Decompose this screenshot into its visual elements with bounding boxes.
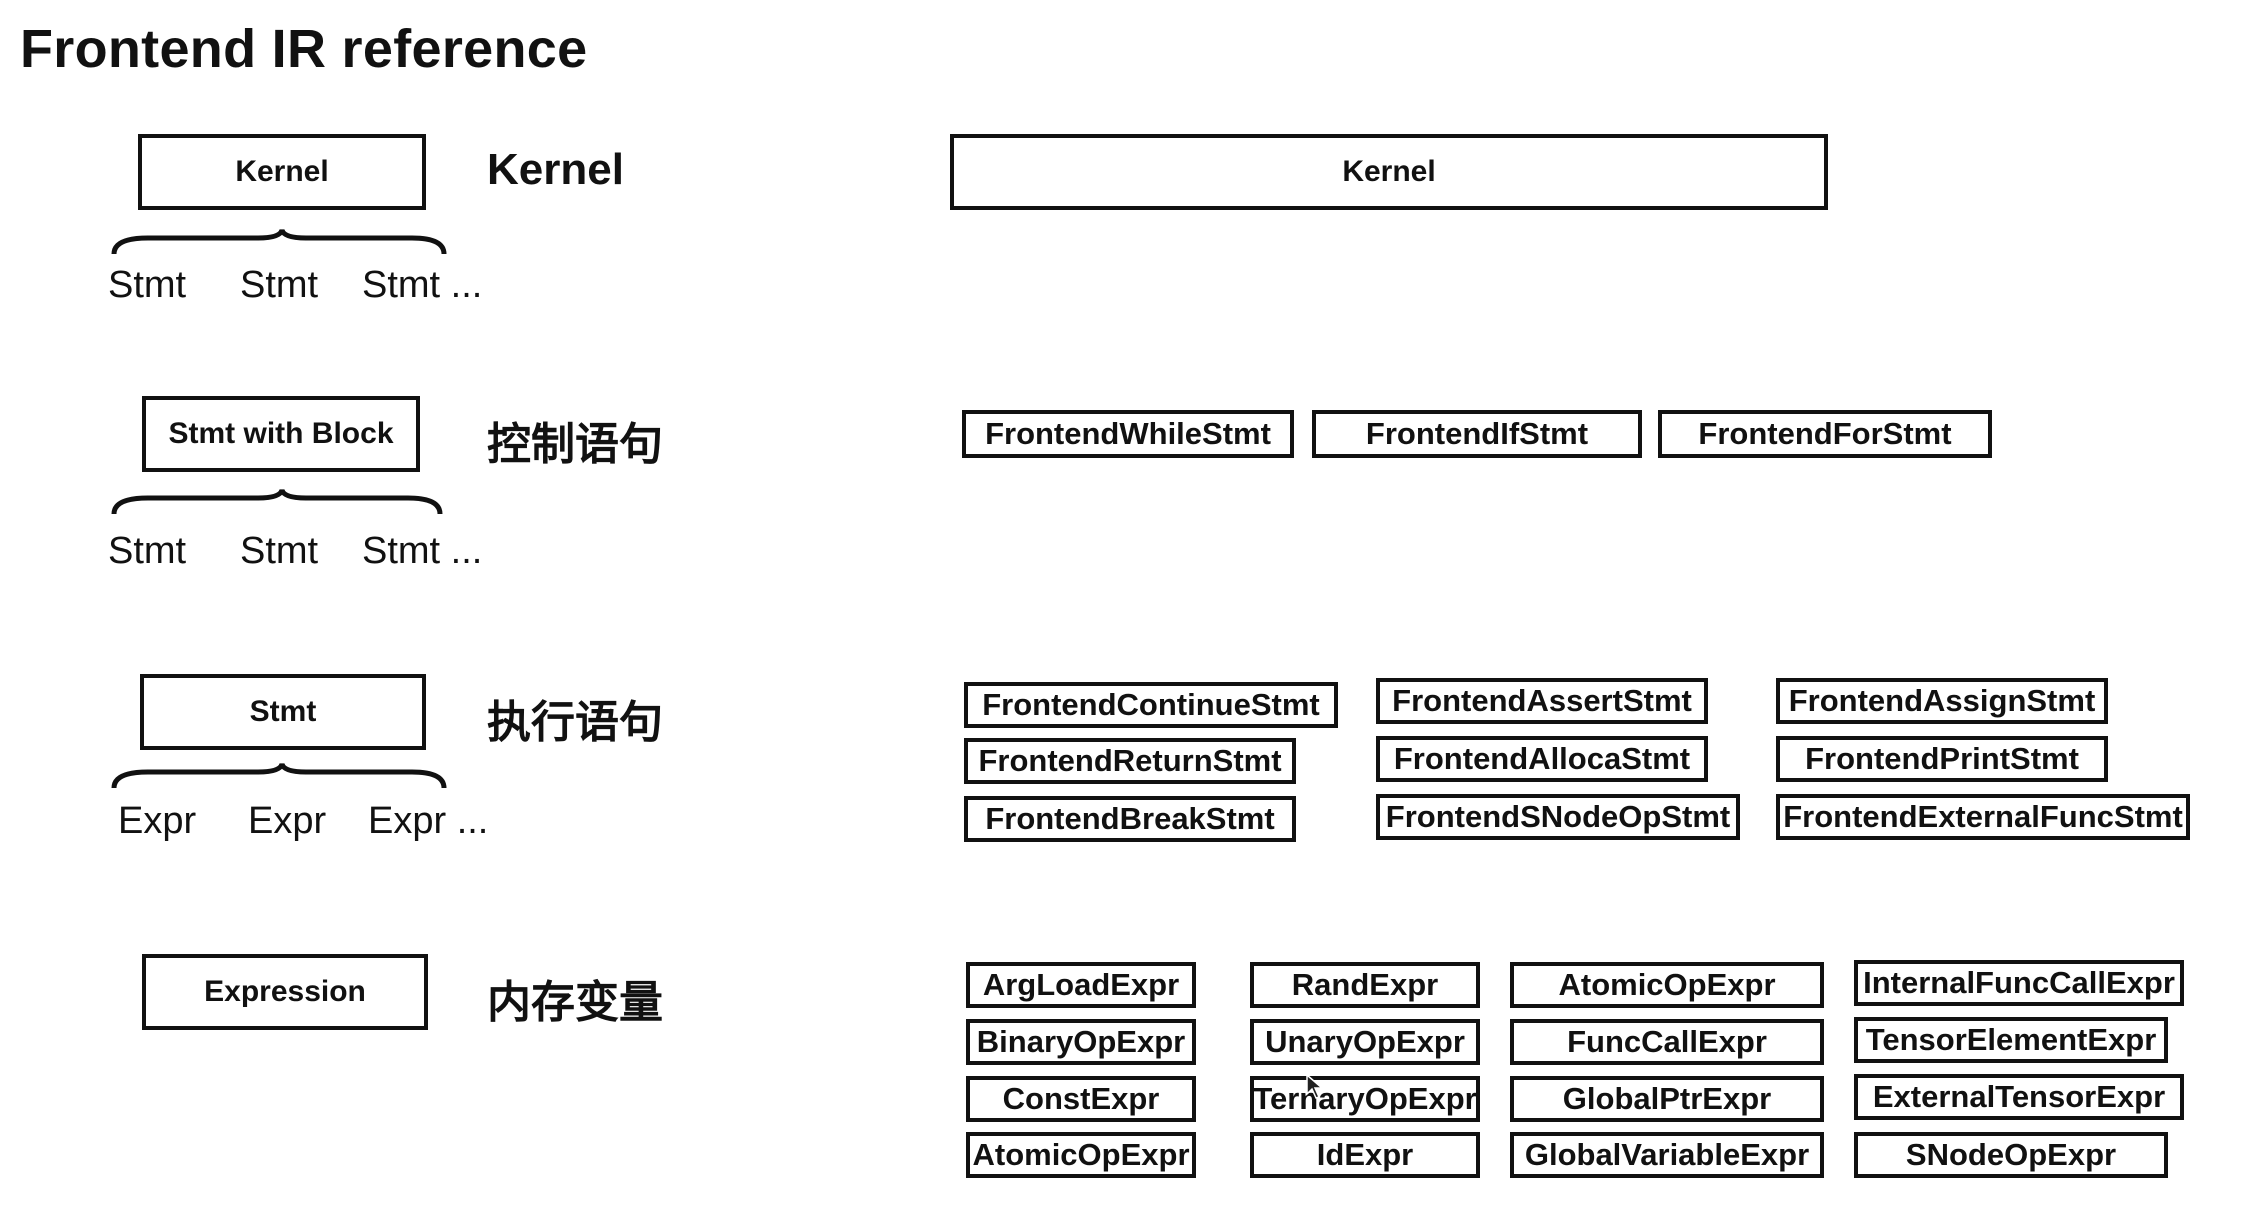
- ir-node: FrontendExternalFuncStmt: [1776, 794, 2190, 840]
- ir-node: GlobalVariableExpr: [1510, 1132, 1824, 1178]
- child-expr: Expr: [118, 800, 197, 842]
- ir-node: InternalFuncCallExpr: [1854, 960, 2184, 1006]
- child-expr: Expr: [248, 800, 327, 842]
- ir-node: RandExpr: [1250, 962, 1480, 1008]
- ir-node: FrontendPrintStmt: [1776, 736, 2108, 782]
- page-title: Frontend IR reference: [20, 19, 588, 79]
- category-label-control: 控制语句: [487, 420, 663, 469]
- child-stmt: Stmt: [108, 264, 187, 306]
- ir-node: IdExpr: [1250, 1132, 1480, 1178]
- ir-node: FrontendSNodeOpStmt: [1376, 794, 1740, 840]
- child-stmt-more: Stmt ...: [362, 264, 483, 306]
- ir-node: FrontendWhileStmt: [962, 410, 1294, 458]
- mouse-cursor-icon: [1306, 1074, 1324, 1099]
- child-stmt: Stmt: [240, 530, 319, 572]
- ir-node: ArgLoadExpr: [966, 962, 1196, 1008]
- children-brace: [111, 489, 443, 515]
- category-label-memory: 内存变量: [487, 978, 663, 1027]
- ir-node: AtomicOpExpr: [966, 1132, 1196, 1178]
- stmt-node: Stmt: [140, 674, 426, 750]
- kernel-ir-box: Kernel: [950, 134, 1828, 210]
- children-brace: [111, 763, 447, 789]
- ir-node: FrontendReturnStmt: [964, 738, 1296, 784]
- stmt-with-block-node: Stmt with Block: [142, 396, 420, 472]
- kernel-node: Kernel: [138, 134, 426, 210]
- category-label-exec: 执行语句: [487, 698, 663, 747]
- child-stmt-more: Stmt ...: [362, 530, 483, 572]
- ir-node: FrontendBreakStmt: [964, 796, 1296, 842]
- ir-node: FrontendAllocaStmt: [1376, 736, 1708, 782]
- ir-node: FuncCallExpr: [1510, 1019, 1824, 1065]
- ir-node: FrontendContinueStmt: [964, 682, 1338, 728]
- expression-node: Expression: [142, 954, 428, 1030]
- ir-node: GlobalPtrExpr: [1510, 1076, 1824, 1122]
- ir-node: TernaryOpExpr: [1250, 1076, 1480, 1122]
- ir-node: FrontendAssertStmt: [1376, 678, 1708, 724]
- ir-node: ConstExpr: [966, 1076, 1196, 1122]
- ir-node: FrontendAssignStmt: [1776, 678, 2108, 724]
- ir-node: AtomicOpExpr: [1510, 962, 1824, 1008]
- ir-node: FrontendForStmt: [1658, 410, 1992, 458]
- ir-node: TensorElementExpr: [1854, 1017, 2168, 1063]
- ir-node: UnaryOpExpr: [1250, 1019, 1480, 1065]
- category-label-kernel: Kernel: [487, 145, 624, 194]
- child-expr-more: Expr ...: [368, 800, 489, 842]
- ir-node: BinaryOpExpr: [966, 1019, 1196, 1065]
- child-stmt: Stmt: [240, 264, 319, 306]
- ir-node: SNodeOpExpr: [1854, 1132, 2168, 1178]
- ir-node: ExternalTensorExpr: [1854, 1074, 2184, 1120]
- ir-node: FrontendIfStmt: [1312, 410, 1642, 458]
- children-brace: [111, 229, 447, 255]
- child-stmt: Stmt: [108, 530, 187, 572]
